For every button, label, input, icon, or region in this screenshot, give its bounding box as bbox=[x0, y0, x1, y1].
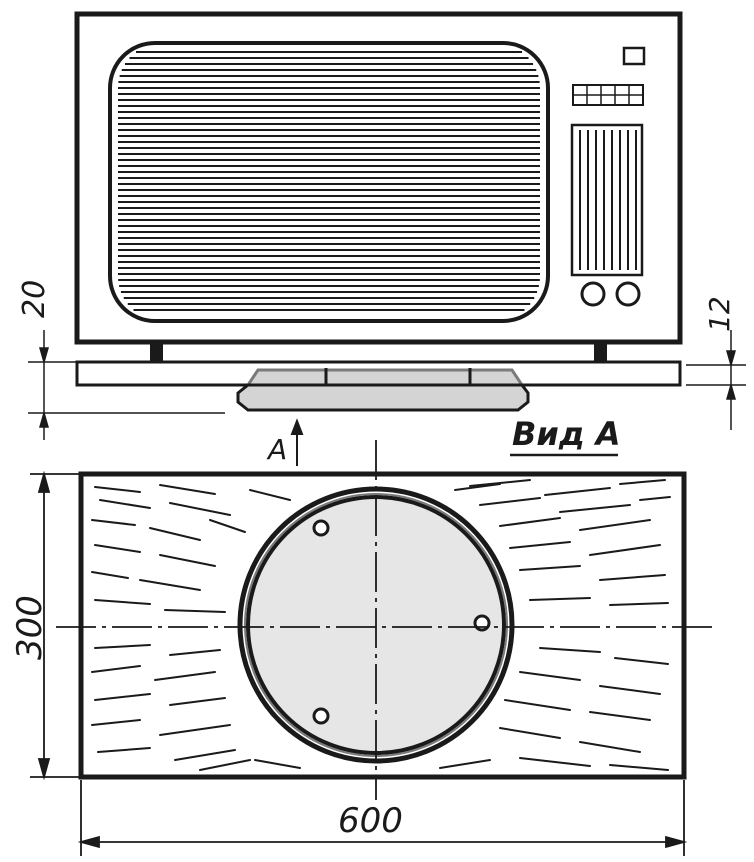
tv-foot-right bbox=[594, 342, 607, 362]
dimension-300-label: 300 bbox=[10, 595, 50, 660]
dimension-20 bbox=[28, 330, 225, 440]
swivel-base bbox=[236, 368, 530, 412]
speaker-grille bbox=[570, 123, 644, 277]
dimension-20-label: 20 bbox=[17, 280, 52, 318]
view-arrow bbox=[290, 418, 304, 466]
dimension-12 bbox=[686, 330, 746, 430]
tv-screen bbox=[108, 41, 550, 323]
center-lines bbox=[56, 440, 714, 800]
view-label: Вид А bbox=[512, 415, 621, 453]
channel-buttons bbox=[572, 84, 644, 106]
screw-hole-1 bbox=[312, 519, 330, 537]
wood-grain bbox=[91, 479, 671, 771]
power-switch bbox=[622, 46, 646, 66]
knob-right bbox=[615, 281, 641, 307]
screw-hole-3 bbox=[312, 707, 330, 725]
dimension-12-label: 12 bbox=[703, 296, 736, 332]
tv-foot-left bbox=[150, 342, 163, 362]
dimension-600-label: 600 bbox=[338, 801, 403, 841]
tv-set bbox=[74, 11, 683, 362]
view-arrow-label: A bbox=[266, 433, 287, 466]
dimension-300 bbox=[30, 470, 80, 781]
knob-left bbox=[580, 281, 606, 307]
dimension-600 bbox=[77, 780, 688, 856]
screw-hole-2 bbox=[473, 614, 491, 632]
